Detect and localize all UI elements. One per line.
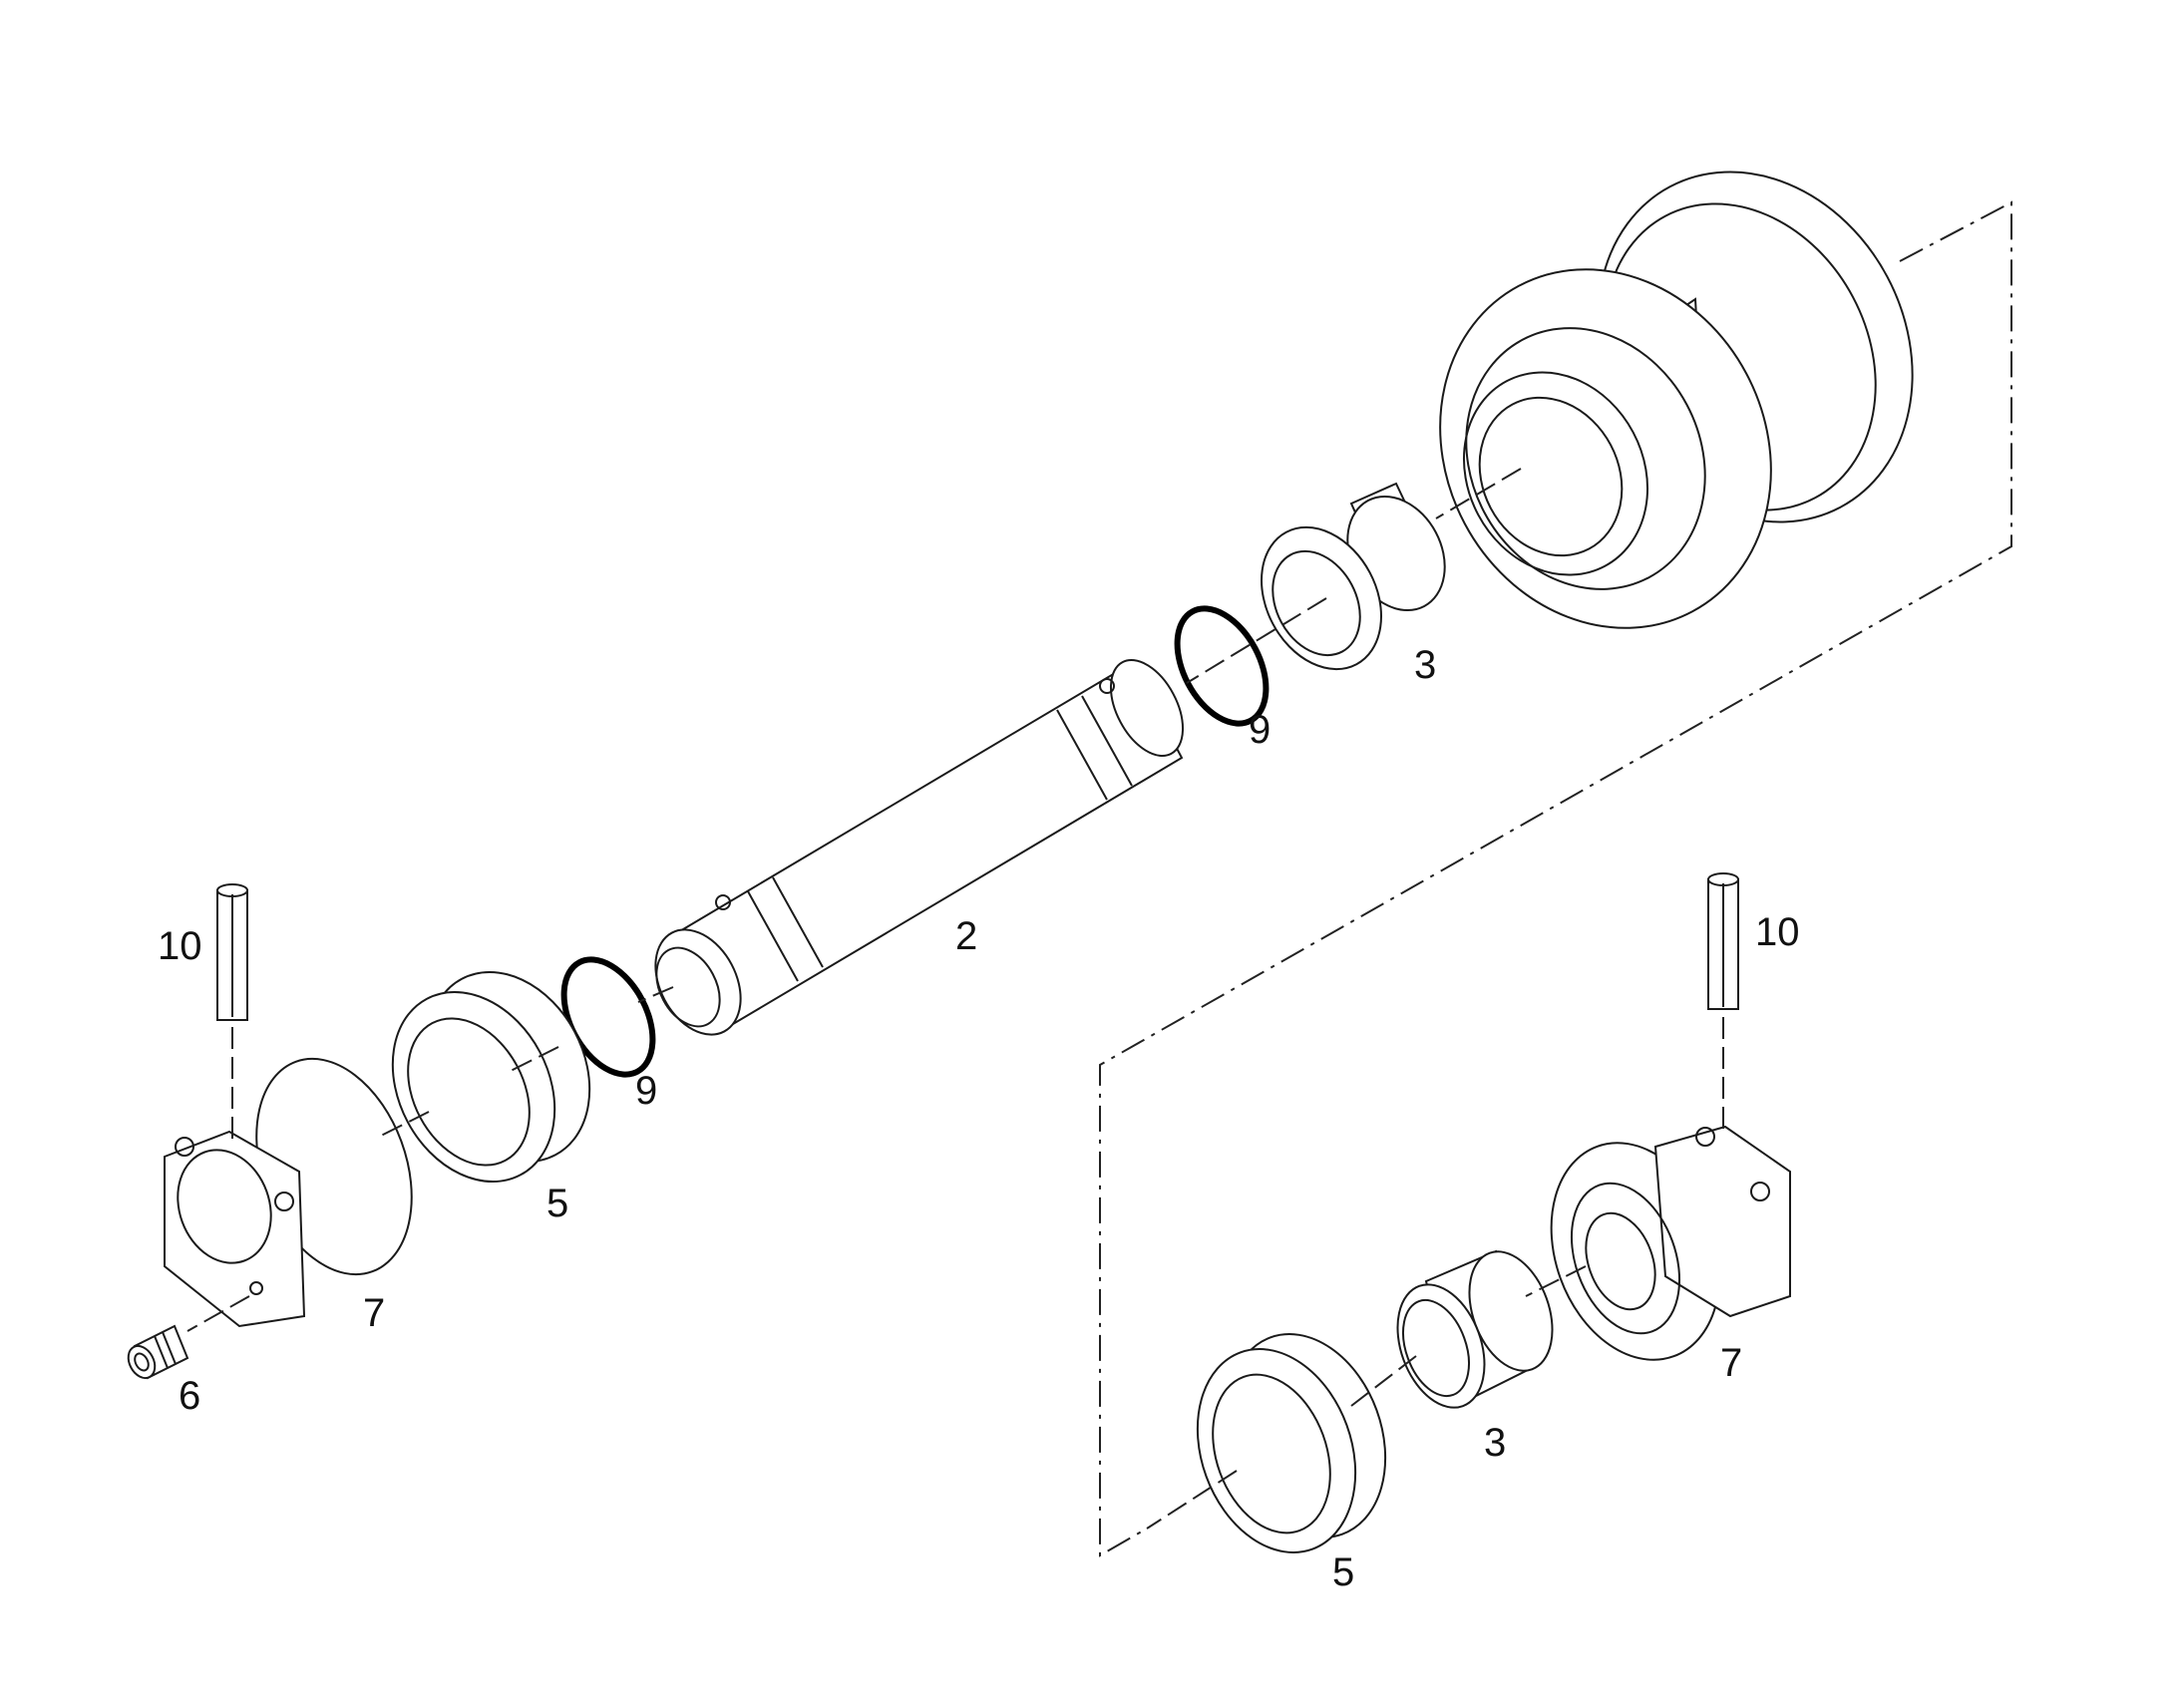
right-roll-pin-10 (1707, 872, 1739, 1010)
track-roller (1439, 171, 1914, 629)
callout-labels: 2 3 3 5 5 6 7 7 9 9 10 10 (158, 643, 1800, 1594)
left-seal-5 (391, 970, 591, 1184)
left-housing-7 (164, 1057, 413, 1328)
callout-10b: 10 (1755, 910, 1800, 954)
callout-5a: 5 (546, 1182, 568, 1225)
upper-o-ring-9 (1174, 605, 1270, 727)
set-screw-6 (127, 1324, 189, 1380)
callout-3a: 3 (1414, 643, 1436, 687)
right-bushing-3 (1396, 1249, 1554, 1409)
left-roll-pin-10 (216, 883, 248, 1021)
callout-7a: 7 (363, 1291, 385, 1335)
assembly-axis-lines (186, 468, 1724, 1530)
callout-7b: 7 (1720, 1341, 1742, 1385)
right-seal-5 (1196, 1333, 1387, 1553)
right-housing-7 (1550, 1125, 1791, 1361)
detail-frame (1099, 200, 2012, 1557)
callout-6: 6 (179, 1374, 200, 1418)
callout-5b: 5 (1332, 1550, 1354, 1594)
callout-3b: 3 (1484, 1421, 1506, 1465)
upper-bushing-3 (1261, 482, 1446, 671)
callout-9b: 9 (635, 1069, 657, 1113)
callout-10a: 10 (158, 924, 202, 968)
callout-9a: 9 (1249, 708, 1271, 752)
callout-2: 2 (955, 914, 977, 958)
shaft-2 (654, 658, 1185, 1036)
